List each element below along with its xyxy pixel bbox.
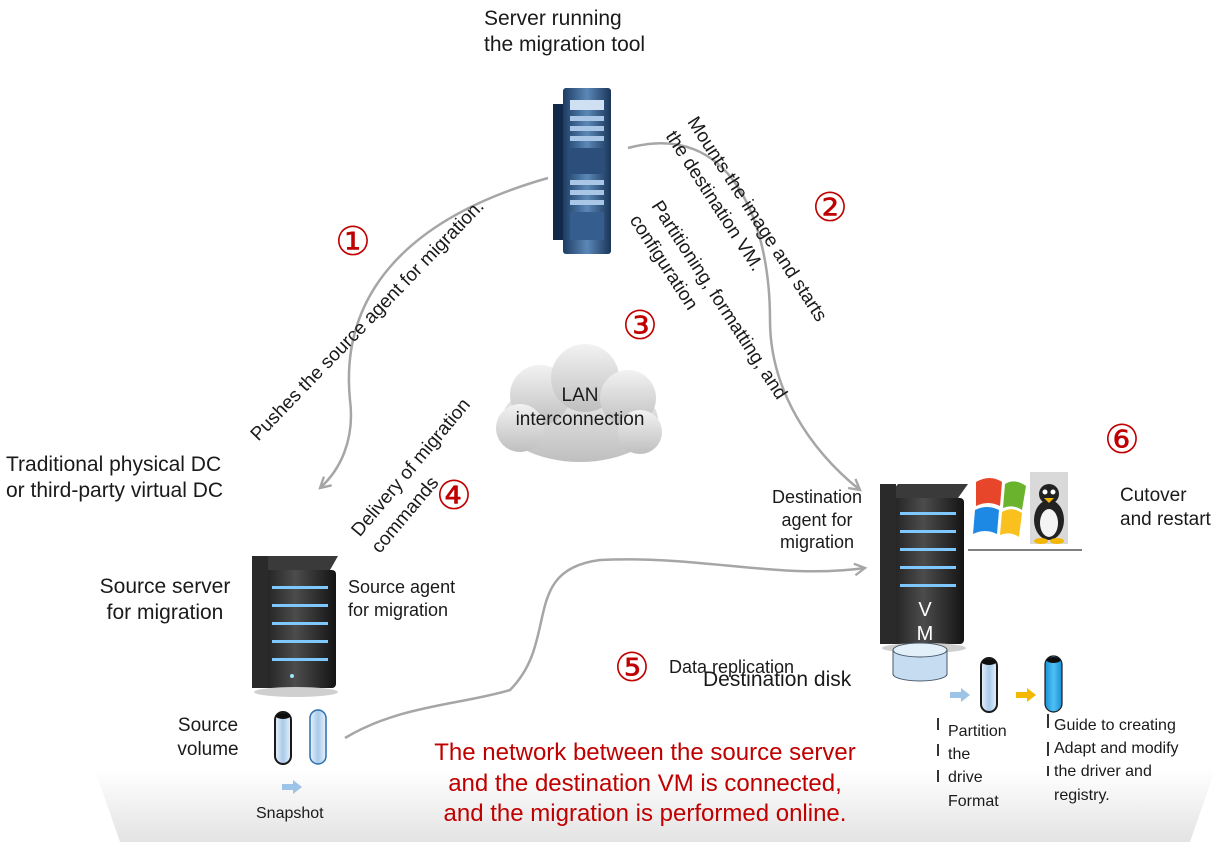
- source-server-label: Source server for migration: [99, 575, 231, 625]
- source-agent-label: Source agent for migration: [348, 577, 456, 620]
- footer-note: The network between the source server an…: [434, 739, 856, 828]
- arrow-right-icon: [950, 688, 970, 702]
- arrow-right-icon: [282, 780, 302, 794]
- guide-label: Guide to creating Adapt and modify the d…: [1054, 717, 1179, 804]
- dest-agent-label: Destination agent for migration: [771, 487, 863, 552]
- left-dc-label: Traditional physical DC or third-party v…: [6, 453, 224, 503]
- disk-icon: [892, 642, 948, 682]
- volume-cylinder-icon: [980, 657, 998, 713]
- step-5-number: ⑤: [614, 645, 650, 691]
- arrow-mount-image: [627, 141, 860, 490]
- volume-cylinder-icon: [1044, 655, 1063, 713]
- step-6-number: ⑥: [1104, 417, 1140, 463]
- volume-cylinder-icon: [274, 711, 292, 765]
- volume-cylinder-icon: [309, 709, 327, 765]
- linux-penguin-icon: [1030, 472, 1068, 544]
- step-3-number: ③: [622, 303, 658, 349]
- arrow-right-icon: [1016, 688, 1036, 702]
- step-1-number: ①: [335, 219, 371, 265]
- top-server-label: Server running the migration tool: [484, 7, 646, 57]
- lan-label: LAN interconnection: [515, 385, 645, 430]
- step-6-label: Cutover and restart: [1120, 485, 1211, 530]
- lan-cloud-icon: [496, 344, 662, 462]
- step-2-number: ②: [812, 185, 848, 231]
- step-4-number: ④: [436, 473, 472, 519]
- vm-label: V M: [916, 599, 934, 645]
- step-5-label: Data replication: [669, 657, 795, 677]
- dest-disk-label: Destination disk: [703, 668, 852, 691]
- windows-logo-icon: [973, 478, 1026, 537]
- rack-server-icon: [553, 88, 611, 254]
- snapshot-label: Snapshot: [256, 805, 324, 822]
- arrow-push-agent: [320, 176, 549, 488]
- partition-label: Partition the drive Format: [948, 723, 1007, 810]
- tower-server-icon: [880, 484, 968, 653]
- floor-band: [95, 770, 1215, 842]
- source-volume-label: Source volume: [177, 715, 239, 760]
- arrow-replication: [344, 558, 865, 740]
- tower-server-icon: [252, 556, 338, 697]
